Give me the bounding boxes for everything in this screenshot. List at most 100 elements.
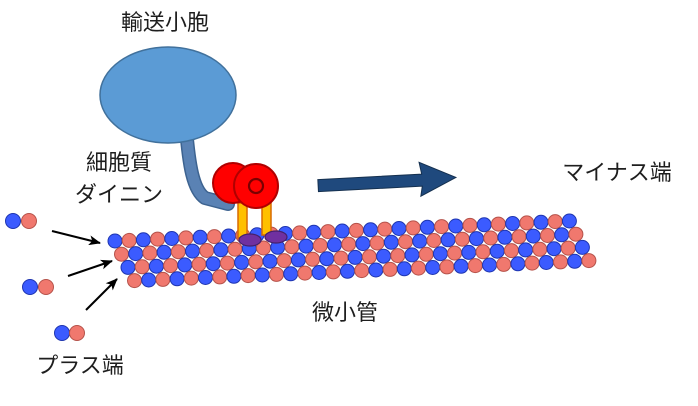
vesicle-label: 輸送小胞 — [121, 11, 209, 36]
tubulin-subunit-blue — [177, 257, 193, 273]
tubulin-subunit-red — [219, 255, 235, 271]
tubulin-subunit-red — [483, 230, 499, 246]
tubulin-subunit-blue — [306, 224, 322, 240]
tubulin-subunit-blue — [533, 214, 549, 230]
tubulin-subunit-red — [269, 266, 284, 282]
tubulin-subunit-blue — [432, 246, 448, 262]
tubulin-subunit-red — [292, 225, 308, 241]
tubulin-subunit-blue — [169, 271, 185, 287]
tubulin-subunit-blue — [226, 268, 242, 284]
tubulin-subunit-red — [496, 256, 512, 272]
tubulin-subunit-red — [142, 245, 158, 261]
tubulin-subunit-blue — [355, 236, 371, 252]
tubulin-subunit-red — [454, 231, 470, 247]
dynein-foot — [238, 233, 262, 247]
tubulin-subunit-blue — [525, 228, 541, 244]
tubulin-subunit-blue — [234, 254, 250, 270]
pointer-arrow — [51, 230, 101, 246]
tubulin-subunit-red — [320, 224, 336, 240]
tubulin-subunit-red — [305, 251, 321, 267]
tubulin-subunit-blue — [185, 243, 200, 259]
tubulin-subunit-blue — [469, 231, 484, 247]
tubulin-subunit-blue — [363, 222, 379, 238]
minus-end-label: マイナス端 — [562, 161, 672, 186]
dynein-head-ring — [247, 177, 265, 195]
tubulin-subunit-red — [212, 269, 228, 285]
tubulin-subunit-blue — [497, 229, 513, 245]
tubulin-subunit-blue — [510, 256, 526, 272]
tubulin-subunit-red — [348, 222, 364, 238]
tubulin-subunit-blue — [391, 221, 407, 236]
dynein-foot — [264, 230, 288, 244]
tubulin-dimer — [5, 213, 37, 229]
tubulin-subunit-blue — [283, 266, 299, 282]
tubulin-subunit-red — [21, 213, 37, 229]
tubulin-subunit-blue — [383, 234, 399, 250]
tubulin-subunit-red — [405, 220, 421, 236]
tubulin-subunit-red — [312, 238, 328, 253]
tubulin-subunit-red — [475, 244, 491, 260]
tubulin-subunit-blue — [554, 227, 570, 243]
tubulin-subunit-blue — [448, 218, 464, 234]
tubulin-subunit-blue — [164, 231, 180, 246]
tubulin-subunit-blue — [319, 251, 335, 267]
tubulin-subunit-red — [462, 217, 478, 233]
tubulin-subunit-blue — [254, 267, 270, 283]
tubulin-subunit-blue — [574, 239, 590, 255]
tubulin-subunit-blue — [440, 232, 456, 248]
tubulin-dimer — [54, 325, 85, 341]
tubulin-subunit-blue — [396, 261, 412, 277]
transport-vesicle — [99, 46, 237, 144]
tubulin-subunit-blue — [198, 270, 213, 285]
tubulin-subunit-blue — [404, 247, 420, 263]
tubulin-subunit-red — [377, 221, 393, 237]
tubulin-subunit-red — [532, 241, 548, 257]
tubulin-subunit-red — [519, 215, 535, 231]
tubulin-subunit-red — [411, 260, 426, 276]
tubulin-subunit-red — [199, 243, 215, 258]
tubulin-subunit-red — [511, 229, 527, 245]
tubulin-subunit-red — [38, 279, 54, 295]
tubulin-subunit-blue — [290, 252, 306, 268]
tubulin-subunit-blue — [22, 279, 38, 295]
dynein-label-line2: ダイニン — [75, 183, 163, 208]
tubulin-subunit-blue — [213, 242, 229, 258]
tubulin-subunit-red — [426, 233, 442, 248]
tubulin-subunit-red — [390, 248, 406, 264]
tubulin-subunit-red — [361, 249, 377, 265]
tubulin-subunit-red — [467, 258, 483, 274]
plus-end-label: プラス端 — [36, 354, 124, 379]
pointer-arrow — [85, 278, 118, 311]
tubulin-subunit-red — [447, 245, 463, 261]
tubulin-subunit-blue — [518, 242, 534, 258]
tubulin-subunit-red — [341, 236, 357, 252]
tubulin-subunit-red — [163, 258, 179, 274]
tubulin-subunit-red — [568, 226, 584, 242]
tubulin-subunit-blue — [54, 325, 70, 341]
tubulin-subunit-red — [581, 253, 597, 269]
tubulin-subunit-blue — [412, 233, 428, 249]
tubulin-subunit-red — [398, 234, 413, 250]
tubulin-subunit-blue — [205, 256, 221, 272]
tubulin-subunit-blue — [482, 257, 497, 273]
free-tubulin-dimers — [5, 213, 85, 341]
tubulin-subunit-blue — [148, 258, 164, 274]
tubulin-subunit-blue — [461, 244, 477, 260]
tubulin-subunit-red — [560, 240, 576, 256]
tubulin-subunit-red — [121, 232, 137, 248]
tubulin-subunit-red — [206, 229, 222, 245]
tubulin-subunit-blue — [376, 248, 392, 264]
tubulin-subunit-blue — [476, 217, 492, 233]
tubulin-dimer — [22, 279, 54, 295]
tubulin-subunit-blue — [453, 258, 469, 274]
dynein-stalk — [237, 202, 248, 239]
tubulin-subunit-red — [434, 219, 450, 235]
tubulin-subunit-blue — [334, 223, 350, 239]
dynein-stalk — [261, 202, 272, 236]
pointer-arrow — [67, 259, 113, 277]
tubulin-subunit-red — [150, 231, 166, 247]
tubulin-subunit-red — [382, 261, 398, 277]
tubulin-subunit-red — [240, 268, 256, 284]
